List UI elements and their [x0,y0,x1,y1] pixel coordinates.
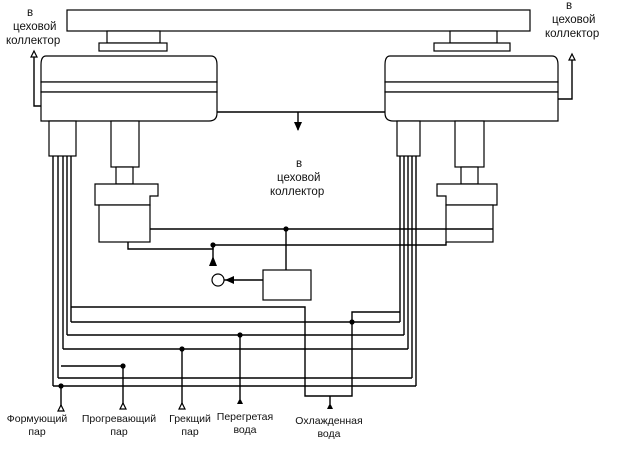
label-center: в цеховой коллектор [270,158,324,198]
label-top-left-line1: в [27,7,33,19]
label-heating-steam-1: Прогревающий [82,413,156,425]
label-superheated-water-1: Перегретая [217,411,273,423]
outlet-markers [57,398,333,412]
label-top-right-line3: коллектор [545,28,599,40]
label-heating-steam-2: пар [110,426,128,438]
label-top-left-line3: коллектор [6,35,60,47]
label-grek-steam-1: Грекщий [169,413,211,425]
label-superheated-water-2: вода [233,424,256,436]
left-press [40,30,218,243]
top-right-outlet [558,52,576,100]
label-top-left: в цеховой коллектор [6,7,60,47]
right-bundle [399,156,417,386]
label-top-right: в цеховой коллектор [545,0,599,40]
label-forming-steam-2: пар [28,426,46,438]
label-cooled-water-1: Охлажденная [295,415,362,427]
label-top-right-line1: в [566,0,572,12]
control-lines [127,228,493,301]
left-bundle [52,156,72,386]
label-top-left-line2: цеховой [13,21,56,33]
label-top-right-line2: цеховой [552,14,595,26]
label-center-line3: коллектор [270,186,324,198]
bottom-manifold [53,306,416,397]
label-cooled-water-2: вода [317,428,340,440]
top-left-outlet [30,49,41,107]
label-grek-steam-2: пар [181,426,199,438]
label-center-line1: в [296,158,302,170]
outlet-branches [60,335,331,406]
label-center-line2: цеховой [277,172,320,184]
bottom-labels: Формующий пар Прогревающий пар Грекщий п… [7,411,363,440]
press-top-beam [66,9,531,32]
center-exhaust [217,111,385,131]
controller-box [262,269,312,301]
right-press [384,30,559,243]
label-forming-steam-1: Формующий [7,413,68,425]
